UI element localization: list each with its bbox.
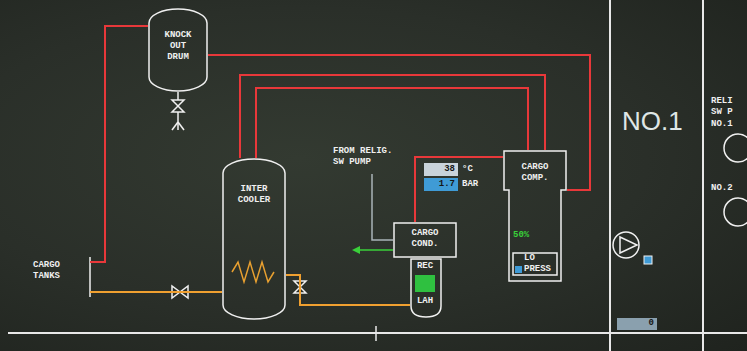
panel-label: RELI	[711, 96, 733, 107]
status-lamp	[515, 266, 522, 273]
seawater-line	[372, 174, 393, 240]
vessel-name: REC	[410, 261, 440, 272]
inter-cooler-shape	[223, 159, 285, 319]
pump-symbol	[613, 232, 639, 258]
pump-symbol	[620, 237, 637, 253]
pipe-line	[240, 75, 545, 158]
cooler-coil	[232, 262, 274, 282]
load-percent: 50%	[513, 230, 529, 241]
tank-name: CARGO TANKS	[33, 260, 73, 282]
cursor-mark	[375, 326, 377, 341]
temperature-box-shape	[424, 163, 458, 176]
vessel-name: INTER COOLER	[226, 184, 282, 206]
source-note: FROM RELIG. SW PUMP	[333, 146, 395, 168]
cargo-condenser-shape	[394, 223, 456, 257]
drain-pipe	[177, 112, 179, 122]
cargo-tanks: CARGO TANKS	[30, 255, 90, 297]
pressure-box-shape	[424, 178, 458, 191]
panel-label: NO.1	[711, 119, 733, 130]
arrow-head	[352, 246, 360, 254]
unit-label: BAR	[462, 179, 478, 190]
panel-label: SW P	[711, 107, 733, 118]
pipe-line	[208, 55, 590, 190]
drain-pipe	[177, 92, 179, 100]
pipe-line	[90, 291, 222, 293]
alarm-name: LO PRESS	[524, 253, 556, 275]
knock-out-drum-shape	[149, 9, 207, 91]
drain-valve	[172, 106, 184, 112]
cargo-compressor: CARGO COMP. 50% LO PRESS	[503, 150, 567, 282]
pump-symbol	[724, 198, 747, 226]
value-box: 0	[617, 318, 657, 330]
reading-value: 1.7	[426, 179, 455, 190]
panel-divider	[8, 332, 747, 334]
value-box-shape	[617, 318, 657, 330]
panel-title: NO.1	[622, 106, 683, 136]
panel-divider	[702, 0, 704, 351]
status-lamp	[644, 256, 652, 264]
alarm-tag: LAH	[410, 296, 440, 307]
drain-fork	[178, 122, 184, 130]
reading-value: 0	[619, 318, 654, 329]
inter-cooler: INTER COOLER	[222, 158, 286, 320]
unit-name: CARGO COND.	[401, 228, 449, 250]
pump-symbol	[724, 134, 747, 162]
cargo-compressor-shape	[504, 151, 566, 281]
receiver-vessel-shape	[411, 259, 441, 317]
lo-press-box: LO PRESS	[512, 252, 558, 276]
lo-press-box-shape	[513, 253, 557, 275]
panel-label: NO.2	[711, 183, 733, 194]
alarm-lamp	[415, 275, 435, 292]
temperature-box: 38	[424, 163, 458, 176]
pipe-line	[90, 26, 148, 262]
unit-label: °C	[462, 164, 473, 175]
inter-cooler-outline	[222, 158, 286, 320]
pipe-line	[286, 275, 410, 305]
drain-fork	[177, 122, 179, 130]
pipe-line	[415, 157, 503, 222]
pressure-box: 1.7	[424, 178, 458, 191]
knock-out-drum: KNOCK OUT DRUM	[148, 8, 208, 92]
drain-fork	[172, 122, 178, 130]
receiver-vessel: REC LAH	[410, 258, 442, 318]
cargo-condenser: CARGO COND.	[393, 222, 457, 258]
seawater-outlet	[358, 249, 393, 251]
reading-value: 38	[426, 164, 455, 175]
unit-name: CARGO COMP.	[510, 162, 560, 184]
panel-divider	[609, 0, 611, 351]
vessel-name: KNOCK OUT DRUM	[158, 30, 198, 63]
